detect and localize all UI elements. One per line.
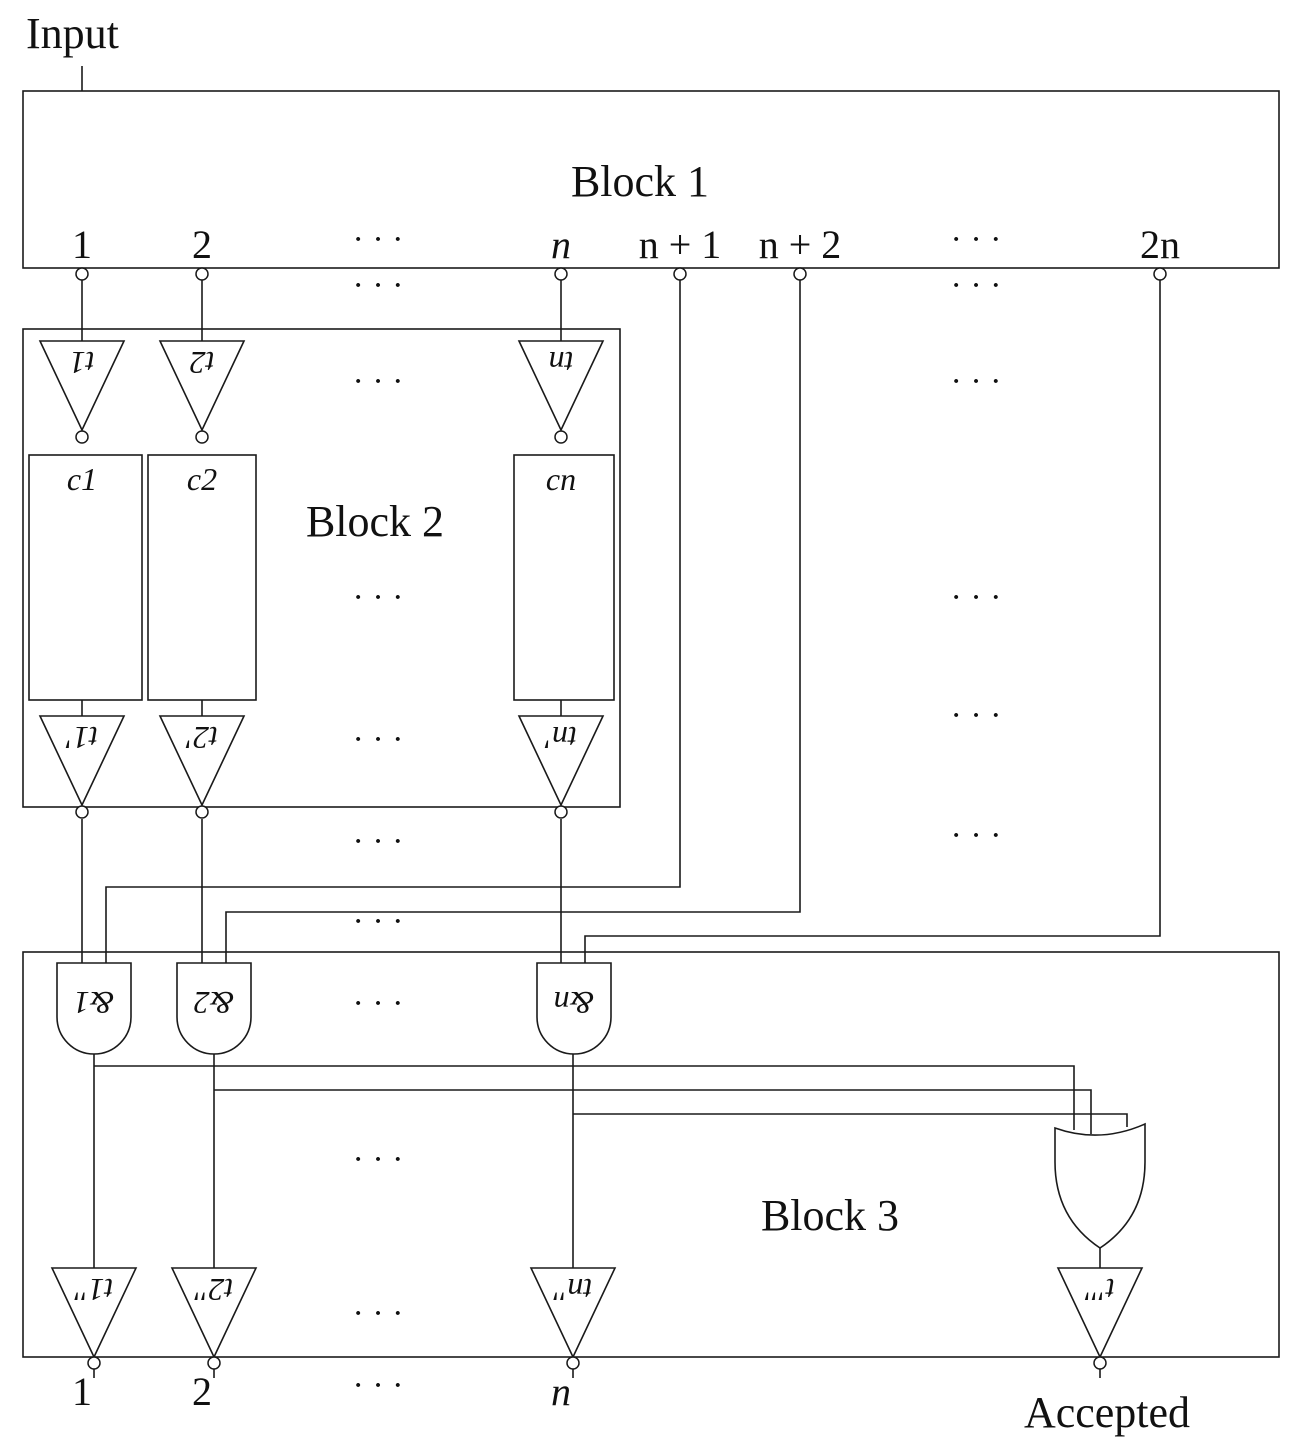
ellipsis: · · · [353, 267, 404, 304]
timer-tn-label: tn [549, 345, 574, 381]
ellipsis: · · · [353, 1295, 404, 1332]
ellipsis: · · · [353, 1367, 404, 1404]
and-gate-n [536, 962, 612, 1055]
pin [195, 267, 209, 281]
pin [793, 267, 807, 281]
pin [554, 805, 568, 819]
pin [87, 1356, 101, 1370]
timer-t1 [38, 340, 126, 432]
pin [1153, 267, 1167, 281]
channel-c1 [28, 454, 143, 701]
timer-tn-prime [517, 715, 605, 807]
accepted-label: Accepted [1024, 1388, 1190, 1437]
final-output-label-2: 2 [192, 1369, 212, 1414]
channel-c2 [147, 454, 257, 701]
ellipsis: · · · [951, 579, 1002, 616]
block1-output-label-n: n [551, 222, 571, 267]
timer-t1-prime-label: t1' [65, 720, 98, 756]
timer-tn [517, 340, 605, 432]
pin [75, 267, 89, 281]
block1-output-label-n-plus-1: n + 1 [639, 222, 722, 267]
pin [673, 267, 687, 281]
pin [1093, 1356, 1107, 1370]
ellipsis: · · · [353, 1141, 404, 1178]
block-1 [22, 90, 1280, 269]
timer-tn-double-prime-label: tn'' [553, 1272, 593, 1308]
wire [573, 1113, 1128, 1127]
pin [554, 267, 568, 281]
channel-c1-label: c1 [67, 461, 97, 497]
and-gate-2 [176, 962, 252, 1055]
timer-t2-double-prime [170, 1267, 258, 1359]
timer-tn-prime-label: tn' [544, 720, 577, 756]
ellipsis: · · · [353, 221, 404, 258]
timer-tn-double-prime [529, 1267, 617, 1359]
timer-t2-prime-label: t2' [185, 720, 218, 756]
ellipsis: · · · [951, 267, 1002, 304]
channel-cn-label: cn [546, 461, 576, 497]
pin [566, 1356, 580, 1370]
wire [225, 280, 801, 963]
and-gate-1 [56, 962, 132, 1055]
wire [94, 1065, 1075, 1130]
timer-accept-label: t''' [1084, 1272, 1115, 1308]
block1-output-label-2: 2 [192, 222, 212, 267]
block-3-title: Block 3 [761, 1191, 899, 1240]
block-1-title: Block 1 [571, 157, 709, 206]
pin [75, 430, 89, 444]
ellipsis: · · · [353, 579, 404, 616]
ellipsis: · · · [353, 985, 404, 1022]
ellipsis: · · · [353, 363, 404, 400]
timer-t1-double-prime-label: t1'' [74, 1272, 114, 1308]
pin [554, 430, 568, 444]
pin [75, 805, 89, 819]
and-gate-n-label: &n [554, 985, 595, 1021]
timer-t1-prime [38, 715, 126, 807]
block1-output-label-n-plus-2: n + 2 [759, 222, 842, 267]
timer-t2-label: t2 [190, 345, 215, 381]
ellipsis: · · · [951, 697, 1002, 734]
channel-cn [513, 454, 615, 701]
wire [584, 280, 1161, 963]
block1-output-label-2n: 2n [1140, 222, 1180, 267]
timer-t1-label: t1 [70, 345, 95, 381]
input-label: Input [26, 9, 119, 58]
pin [195, 430, 209, 444]
timer-t1-double-prime [50, 1267, 138, 1359]
pin [207, 1356, 221, 1370]
ellipsis: · · · [951, 221, 1002, 258]
final-output-label-n: n [551, 1369, 571, 1414]
channel-c2-label: c2 [187, 461, 217, 497]
timer-t2-prime [158, 715, 246, 807]
and-gate-1-label: &1 [74, 985, 115, 1021]
wire [105, 280, 681, 963]
ellipsis: · · · [353, 903, 404, 940]
and-gate-2-label: &2 [194, 985, 235, 1021]
ellipsis: · · · [353, 823, 404, 860]
or-gate [1054, 1122, 1146, 1249]
ellipsis: · · · [951, 363, 1002, 400]
timer-t2-double-prime-label: t2'' [194, 1272, 234, 1308]
wire [214, 1089, 1092, 1134]
ellipsis: · · · [353, 721, 404, 758]
pin [195, 805, 209, 819]
timer-accept [1056, 1267, 1144, 1359]
final-output-label-1: 1 [72, 1369, 92, 1414]
ellipsis: · · · [951, 817, 1002, 854]
block1-output-label-1: 1 [72, 222, 92, 267]
timer-t2 [158, 340, 246, 432]
block-2-title: Block 2 [306, 497, 444, 546]
